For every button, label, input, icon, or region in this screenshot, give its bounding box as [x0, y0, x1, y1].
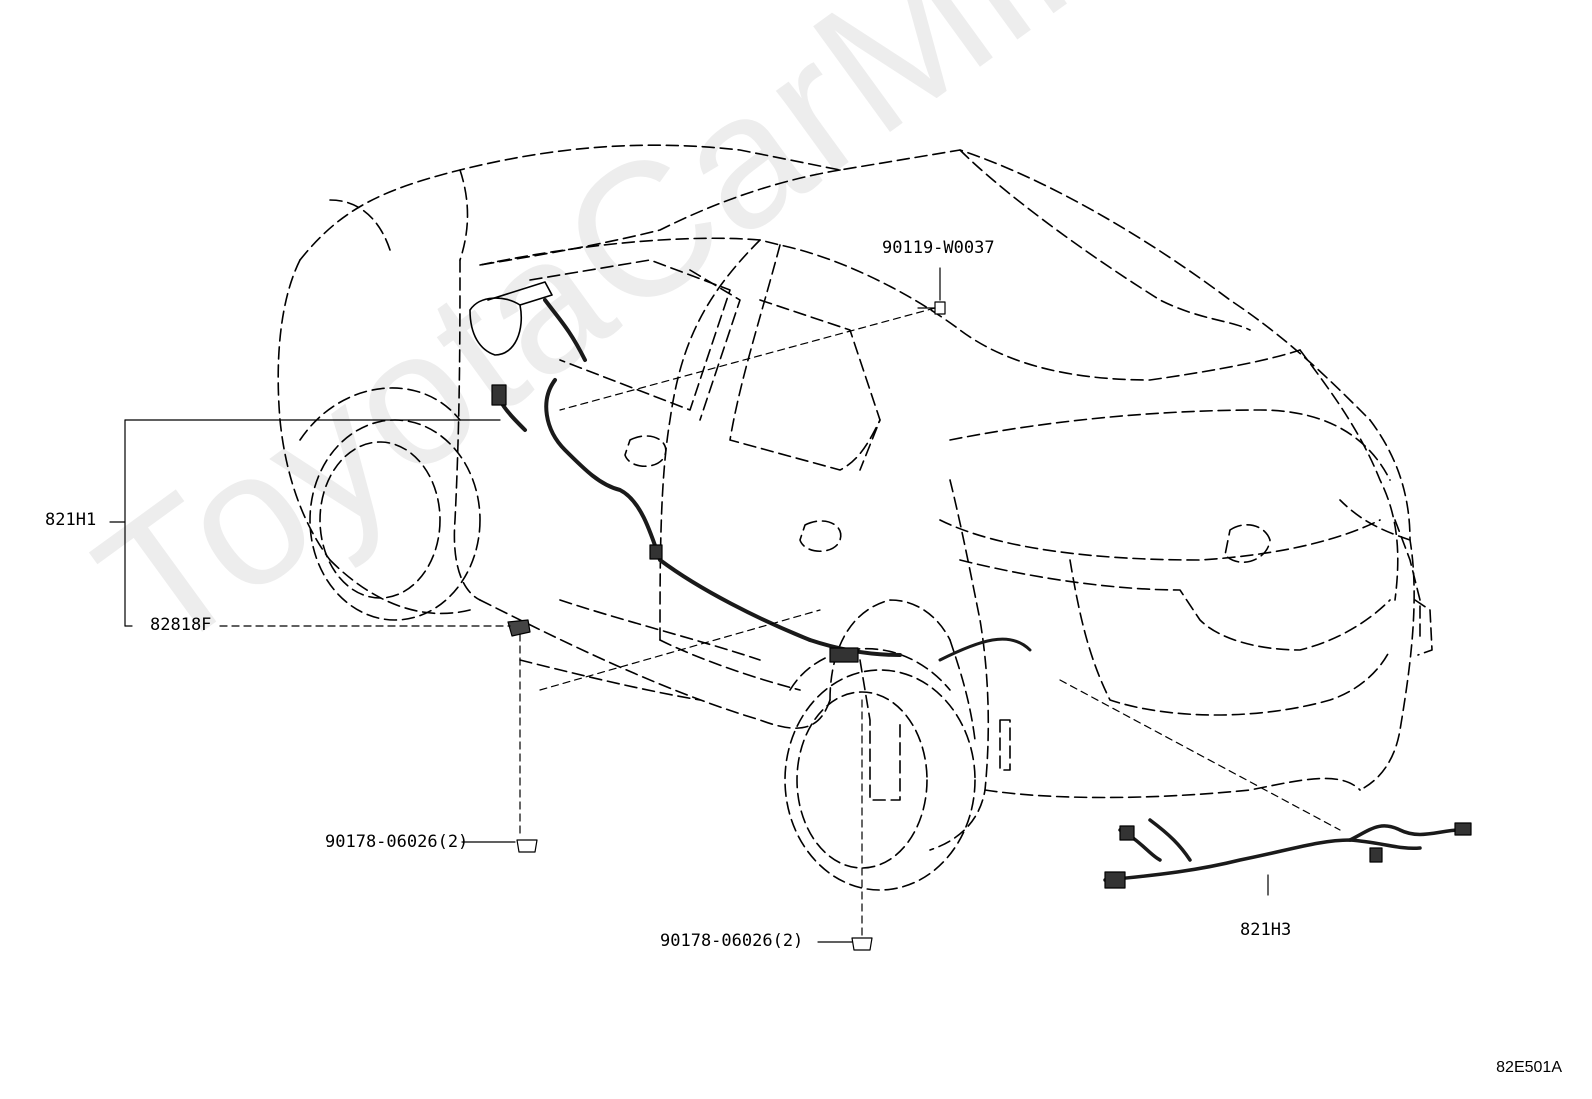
clip-90178-b: [851, 937, 873, 951]
car-body-outline: [277, 144, 1433, 851]
label-90178-06026-right: 90178-06026(2): [660, 931, 804, 951]
harness-821H1: [498, 298, 902, 657]
connector-821H1: [491, 384, 859, 663]
label-82818F: 82818F: [150, 615, 212, 635]
leader-lines: [109, 267, 1341, 943]
clip-82818F: [507, 619, 531, 637]
front-wheel: [299, 387, 481, 621]
side-mirror: [469, 281, 553, 356]
clip-90178-a: [516, 839, 538, 853]
connector-821H3: [1104, 822, 1472, 889]
label-821H1: 821H1: [45, 510, 97, 530]
harness-rear-segment: [938, 637, 1032, 662]
label-821H3: 821H3: [1240, 920, 1292, 940]
rear-wheel: [784, 647, 976, 891]
label-90178-06026-left: 90178-06026(2): [325, 832, 469, 852]
label-90119-W0037: 90119-W0037: [882, 238, 995, 258]
diagram-code: 82E501A: [1496, 1059, 1562, 1076]
harness-821H3: [1103, 818, 1462, 882]
